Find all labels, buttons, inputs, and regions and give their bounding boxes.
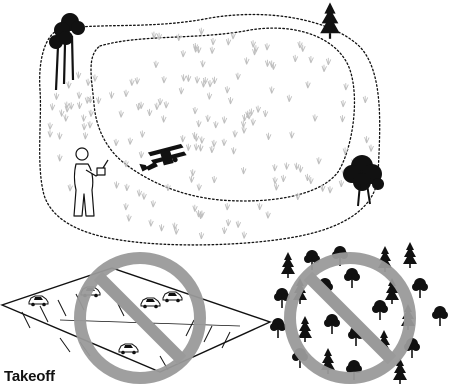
pilot-with-transmitter-icon [74, 148, 108, 216]
caption-takeoff: Takeoff [4, 368, 55, 386]
rc-biplane-icon [137, 143, 188, 171]
grass-field-icon [48, 28, 374, 239]
